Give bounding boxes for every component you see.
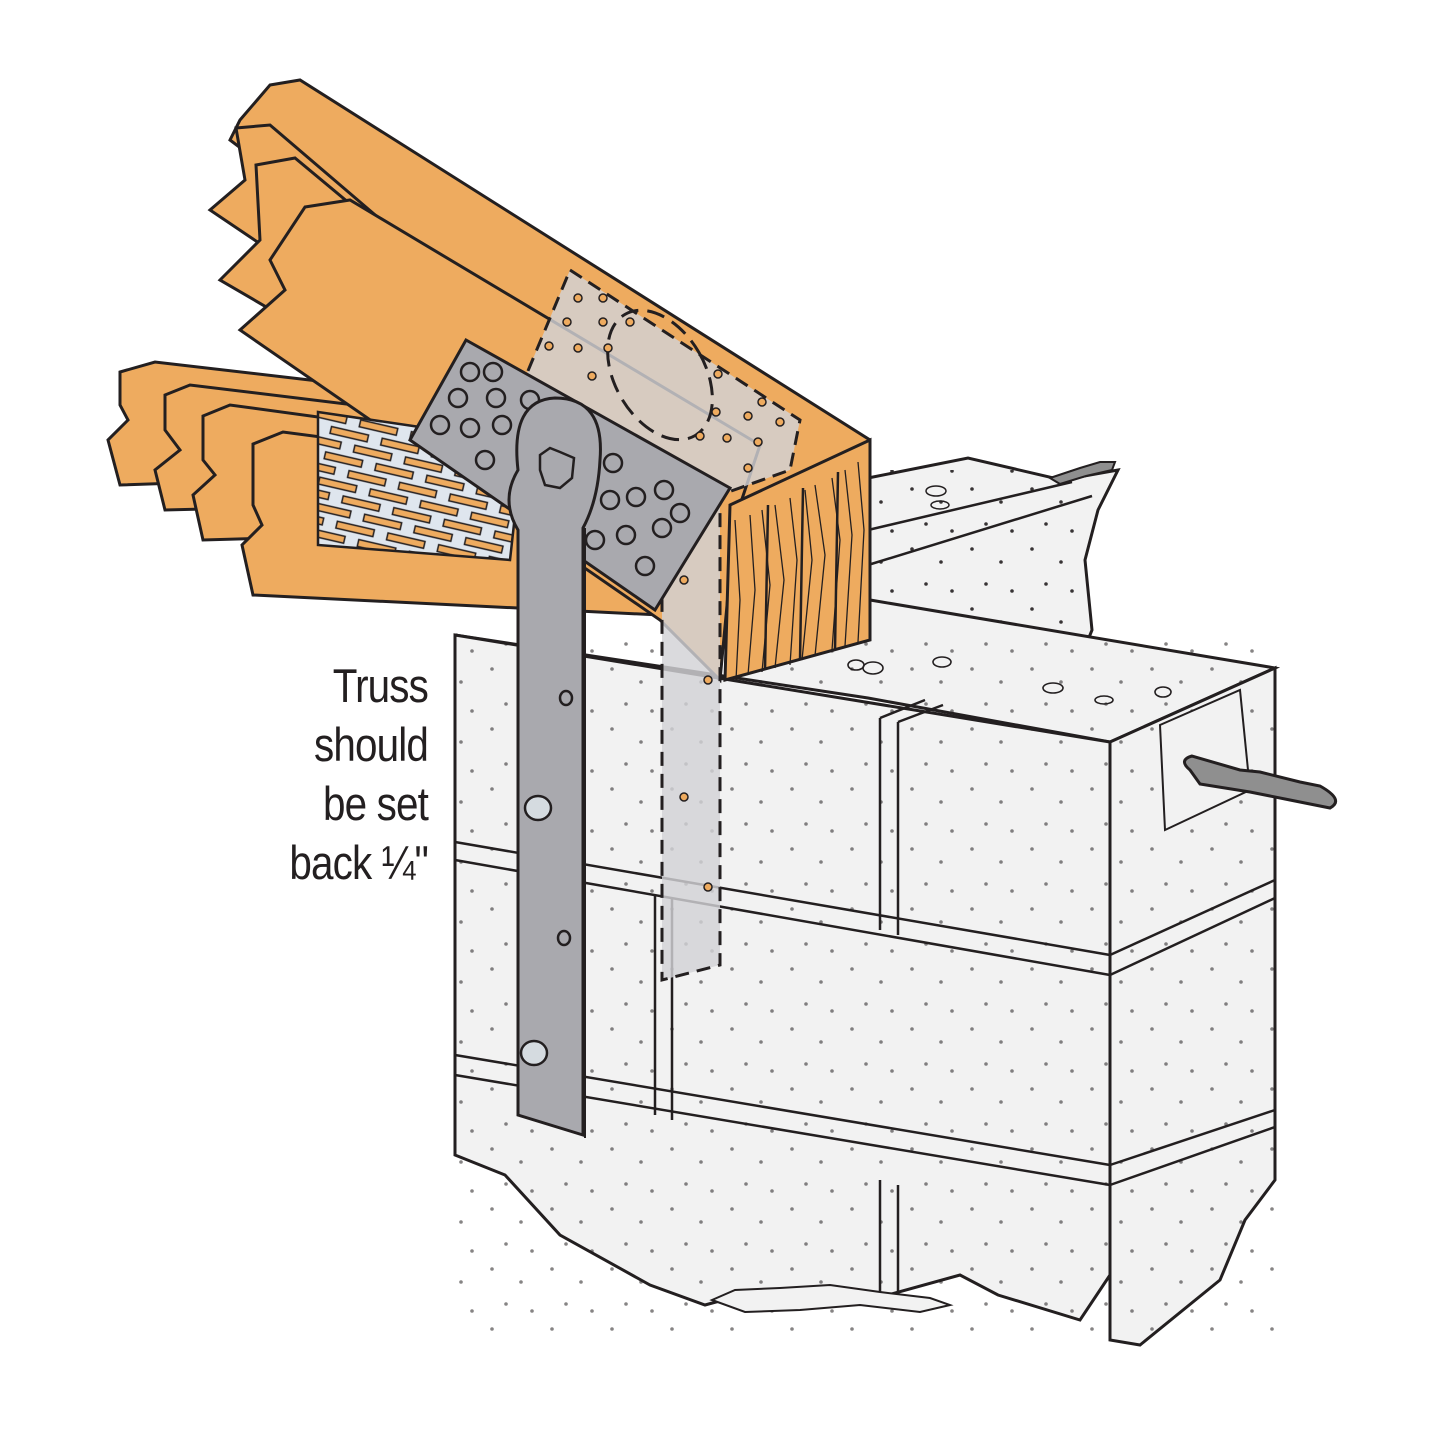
setback-callout: Truss should be set back ¼"	[232, 656, 429, 892]
callout-line-1: Truss	[332, 659, 429, 712]
callout-line-2: should	[314, 718, 429, 771]
callout-line-3: be set	[323, 777, 429, 830]
end-grain	[734, 461, 865, 681]
callout-line-4: back ¼"	[289, 836, 429, 889]
keyhole-slot	[538, 446, 576, 490]
strap-connector[interactable]	[507, 396, 602, 1138]
bolt-heads	[429, 361, 691, 577]
rebar-front	[1183, 754, 1338, 810]
rebar-rear	[1047, 461, 1117, 486]
